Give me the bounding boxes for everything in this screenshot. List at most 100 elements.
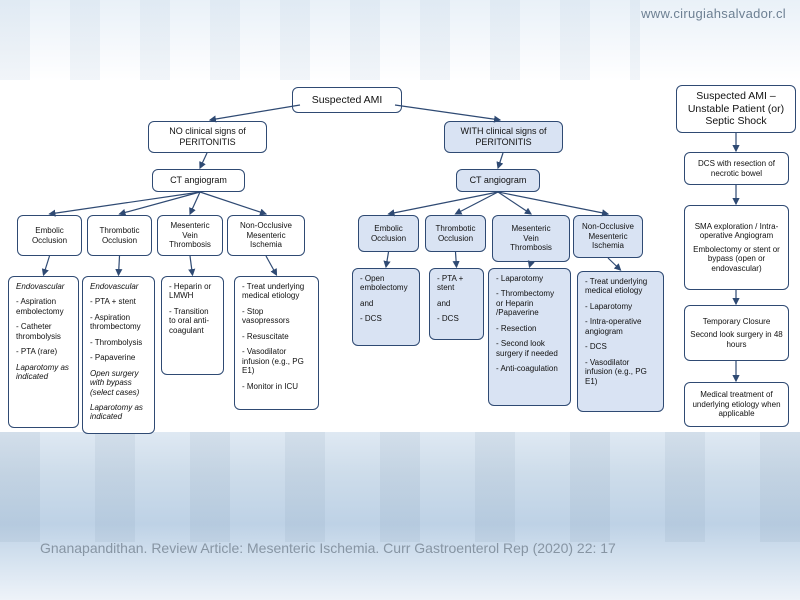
- box-text: Occlusion: [370, 233, 407, 243]
- box-text: Mesenteric: [170, 221, 210, 231]
- no-ct-angiogram-box: CT angiogram: [152, 169, 245, 192]
- treatment-item: and: [437, 298, 451, 308]
- treatment-item: - Catheter thrombolysis: [16, 322, 61, 341]
- connector-arrow: [496, 152, 504, 170]
- treatment-item: - Resection: [496, 323, 537, 333]
- with-tx-2: - Laparotomy - Thrombectomy or Heparin /P…: [488, 268, 571, 406]
- box-text: Ischemia: [249, 240, 282, 250]
- unstable-step-0: DCS with resection of necrotic bowel: [684, 152, 789, 185]
- box-text: NO clinical signs of: [169, 126, 246, 137]
- box-text: Thrombosis: [510, 243, 552, 253]
- header-banner: [0, 0, 800, 80]
- treatment-item: Endovascular: [90, 282, 139, 291]
- treatment-item: Laparotomy as indicated: [16, 362, 69, 382]
- treatment-item: - Second look surgery if needed: [496, 339, 558, 358]
- box-text: Occlusion: [31, 235, 68, 245]
- box-text: Thrombosis: [169, 240, 211, 250]
- treatment-item: - Resuscitate: [242, 331, 289, 341]
- treatment-item: - Aspiration thrombectomy: [90, 312, 141, 332]
- treatment-item: - Aspiration embolectomy: [16, 297, 64, 316]
- treatment-item: - Vasodilator infusion (e.g., PG E1): [242, 347, 304, 376]
- treatment-item: - DCS: [585, 342, 607, 352]
- treatment-item: Laparotomy as indicated: [90, 402, 143, 422]
- treatment-item: - Anti-coagulation: [496, 364, 558, 374]
- treatment-item: - Intra-operative angiogram: [585, 317, 642, 336]
- box-text: Embolic: [35, 226, 64, 236]
- connector-arrow: [497, 191, 610, 217]
- box-text: PERITONITIS: [475, 137, 532, 147]
- box-text: Unstable Patient (or): [687, 102, 785, 115]
- box-text: Septic Shock: [705, 115, 767, 128]
- box-text: Vein: [523, 233, 539, 243]
- treatment-item: - Laparotomy: [496, 274, 544, 283]
- box-text: PERITONITIS: [179, 137, 236, 147]
- box-text: WITH clinical signs of: [460, 126, 547, 137]
- treatment-item: - Heparin or LMWH: [169, 282, 212, 301]
- step-text: Embolectomy or stent or bypass (open or …: [693, 244, 780, 273]
- treatment-item: Open surgery with bypass (select cases): [90, 368, 140, 397]
- treatment-item: - Thrombectomy or Heparin /Papaverine: [496, 289, 555, 318]
- treatment-item: - PTA + stent: [90, 297, 136, 307]
- connector-arrow: [394, 104, 502, 123]
- treatment-item: - DCS: [360, 314, 382, 324]
- treatment-item: - Papaverine: [90, 353, 136, 363]
- connector-arrow: [383, 251, 391, 269]
- treatment-item: - Treat underlying medical etiology: [585, 277, 648, 296]
- connector-arrow: [115, 255, 123, 277]
- box-text: Embolic: [374, 224, 403, 234]
- connector-arrow: [452, 251, 460, 269]
- connector-arrow: [208, 104, 301, 123]
- treatment-item: Endovascular: [16, 282, 65, 291]
- connector-arrow: [607, 257, 622, 271]
- unstable-step-3: Medical treatment of underlying etiology…: [684, 382, 789, 427]
- box-text: Mesenteric: [588, 231, 628, 241]
- step-text: SMA exploration / Intra-operative Angiog…: [694, 221, 779, 241]
- unstable-step-1: SMA exploration / Intra-operative Angiog…: [684, 205, 789, 290]
- connector-arrow: [199, 191, 268, 216]
- connector-arrow: [497, 191, 532, 215]
- no-tx-2: - Heparin or LMWH- Transition to oral an…: [161, 276, 224, 375]
- no-tx-3: - Treat underlying medical etiology - Sto…: [234, 276, 319, 410]
- box-text: Thrombotic: [99, 226, 140, 236]
- box-text: Mesenteric: [246, 230, 286, 240]
- box-text: Occlusion: [101, 235, 138, 245]
- treatment-item: - Stop vasopressors: [242, 306, 290, 326]
- box-text: Non-Occlusive: [581, 222, 634, 232]
- root-suspected-ami: Suspected AMI: [292, 87, 402, 113]
- step-text: Temporary Closure: [702, 316, 771, 326]
- step-text: DCS with resection of necrotic bowel: [698, 159, 775, 178]
- treatment-item: - DCS: [437, 314, 459, 324]
- connector-arrow: [41, 255, 51, 277]
- connector-arrow: [199, 152, 208, 170]
- treatment-item: - Laparotomy: [585, 301, 633, 311]
- box-text: Non-Occlusive: [239, 221, 292, 231]
- connector-arrow: [454, 191, 499, 215]
- treatment-item: - PTA (rare): [16, 347, 58, 357]
- step-text: Medical treatment of underlying etiology…: [692, 390, 781, 419]
- treatment-item: - Treat underlying medical etiology: [242, 282, 305, 301]
- with-ct-angiogram-box: CT angiogram: [456, 169, 540, 192]
- box-text: Vein: [182, 230, 198, 240]
- no-tx-1: Endovascular - PTA + stent - Aspiration th…: [82, 276, 155, 434]
- connector-arrow: [265, 255, 278, 277]
- connector-arrow: [189, 191, 201, 216]
- connector-arrow: [527, 260, 535, 269]
- connector-arrow: [387, 191, 499, 217]
- step-text: Second look surgery in 48 hours: [690, 330, 783, 349]
- connector-arrow: [48, 191, 201, 217]
- box-text: Mesenteric: [511, 224, 551, 234]
- treatment-item: - Open embolectomy: [360, 274, 408, 293]
- citation: Gnanapandithan. Review Article: Mesenter…: [40, 540, 616, 556]
- unstable-title-box: Suspected AMI –Unstable Patient (or)Sept…: [676, 85, 796, 133]
- connector-arrow: [118, 191, 201, 216]
